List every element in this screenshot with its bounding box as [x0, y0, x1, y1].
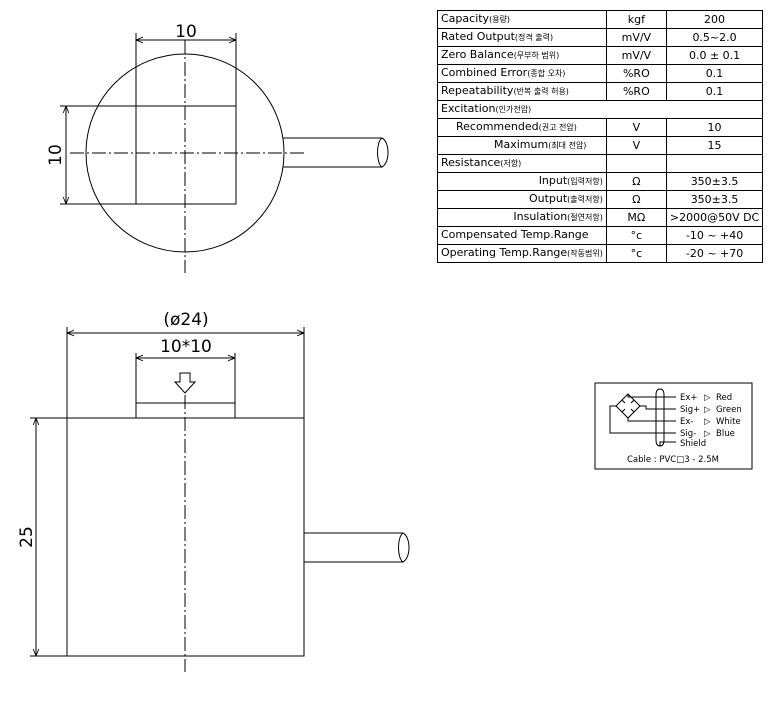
spec-name: Rated Output(정격 출력)	[437, 28, 607, 47]
spec-unit: Ω	[605, 172, 667, 191]
wire-color: Blue	[716, 429, 735, 439]
spec-group-header: Excitation(인가전압)	[436, 100, 764, 119]
cable-top	[283, 137, 382, 168]
spec-value: -20 ~ +70	[665, 244, 764, 263]
wire-arrow-icon: ▷	[704, 393, 711, 403]
table-row: Capacity(용량) kgf 200	[437, 10, 764, 29]
spec-value: 0.1	[665, 82, 764, 101]
spec-value: 0.5~2.0	[665, 28, 764, 47]
wire-arrow-icon: ▷	[704, 417, 711, 427]
table-row: Repeatability(반복 출력 허용) %RO 0.1	[437, 82, 764, 101]
load-arrow-icon	[173, 372, 197, 394]
cable-label: Cable : PVC□3 - 2.5M	[627, 455, 719, 465]
table-row: Output(출력저항) Ω 350±3.5	[437, 190, 764, 209]
wire-sig-minus	[609, 405, 676, 434]
spec-unit: V	[605, 118, 667, 137]
table-row: Zero Balance(무부하 범위) mV/V 0.0 ± 0.1	[437, 46, 764, 65]
dim-label-button: 10*10	[160, 337, 212, 357]
table-row: Operating Temp.Range(작동범위) °c -20 ~ +70	[437, 244, 764, 263]
wire-color: Red	[716, 393, 732, 403]
wire-arrow-icon: ▷	[704, 405, 711, 415]
spec-unit: %RO	[605, 64, 667, 83]
cable-end-side	[398, 532, 410, 563]
spec-value: 200	[665, 10, 764, 29]
spec-value: 350±3.5	[665, 172, 764, 191]
spec-name: Output(출력저항)	[437, 190, 607, 209]
dim-label-h-top: 10	[175, 22, 197, 42]
spec-name: Zero Balance(무부하 범위)	[437, 46, 607, 65]
cable-side	[304, 532, 403, 563]
spec-unit: °c	[605, 244, 667, 263]
button-square	[135, 105, 237, 205]
spec-unit: °c	[605, 226, 667, 245]
table-row: Rated Output(정격 출력) mV/V 0.5~2.0	[437, 28, 764, 47]
spec-value: >2000@50V DC	[665, 208, 764, 227]
spec-name: Combined Error(종합 오차)	[437, 64, 607, 83]
table-row: Resistance(저항)	[437, 154, 764, 173]
wire-label: Ex+	[680, 393, 698, 403]
top-view	[60, 33, 389, 273]
shield-label: Shield	[680, 439, 706, 449]
cable-outline	[655, 388, 665, 447]
spec-table: Capacity(용량) kgf 200 Rated Output(정격 출력)…	[436, 10, 764, 263]
table-row: Recommended(권고 전압) V 10	[437, 118, 764, 137]
spec-unit: mV/V	[605, 28, 667, 47]
wire-color: Green	[716, 405, 742, 415]
table-row: Maximum(최대 전압) V 15	[437, 136, 764, 155]
wiring-box	[594, 382, 753, 470]
spec-unit: mV/V	[605, 46, 667, 65]
spec-unit: Ω	[605, 190, 667, 209]
spec-value: 10	[665, 118, 764, 137]
spec-unit: MΩ	[605, 208, 667, 227]
spec-name: Insulation(절연저항)	[437, 208, 607, 227]
table-row: Excitation(인가전압)	[436, 100, 764, 119]
spec-unit: %RO	[605, 82, 667, 101]
table-row: Input(입력저항) Ω 350±3.5	[437, 172, 764, 191]
spec-unit: V	[605, 136, 667, 155]
wire-ex-minus	[627, 418, 676, 422]
spec-name: Compensated Temp.Range	[437, 226, 607, 245]
spec-name: Maximum(최대 전압)	[437, 136, 607, 155]
bridge-icon	[615, 393, 641, 419]
wire-sig-plus	[640, 405, 676, 410]
wire-shield	[659, 441, 676, 446]
wire-arrow-icon: ▷	[704, 429, 711, 439]
table-row: Compensated Temp.Range °c -10 ~ +40	[437, 226, 764, 245]
spec-value: 15	[665, 136, 764, 155]
wire-ex-plus	[627, 394, 676, 398]
cable-end-top	[377, 137, 389, 168]
spec-value: 350±3.5	[665, 190, 764, 209]
spec-value: 0.0 ± 0.1	[665, 46, 764, 65]
spec-name: Repeatability(반복 출력 허용)	[437, 82, 607, 101]
extension-lines-side	[30, 327, 305, 657]
side-view	[30, 327, 410, 672]
spec-unit	[605, 154, 667, 173]
spec-name: Input(입력저항)	[437, 172, 607, 191]
dim-label-v-top: 10	[46, 144, 66, 166]
spec-value	[665, 154, 764, 173]
spec-name: Recommended(권고 전압)	[437, 118, 607, 137]
wire-labels: Ex+ ▷ Red Sig+ ▷ Green Ex- ▷ White Sig- …	[627, 393, 742, 465]
spec-name: Operating Temp.Range(작동범위)	[437, 244, 607, 263]
table-row: Combined Error(종합 오차) %RO 0.1	[437, 64, 764, 83]
dim-label-height: 25	[17, 526, 37, 548]
dim-label-diameter: (ø24)	[163, 310, 208, 330]
wire-label: Sig+	[680, 405, 700, 415]
spec-group-header: Resistance(저항)	[437, 154, 607, 173]
spec-value: -10 ~ +40	[665, 226, 764, 245]
extension-lines-top	[60, 33, 237, 205]
spec-name: Capacity(용량)	[437, 10, 607, 29]
wire-label: Sig-	[680, 429, 696, 439]
wiring-diagram	[594, 382, 753, 470]
wire-color: White	[716, 417, 741, 427]
wire-label: Ex-	[680, 417, 693, 427]
spec-value: 0.1	[665, 64, 764, 83]
spec-unit: kgf	[605, 10, 667, 29]
table-row: Insulation(절연저항) MΩ >2000@50V DC	[437, 208, 764, 227]
